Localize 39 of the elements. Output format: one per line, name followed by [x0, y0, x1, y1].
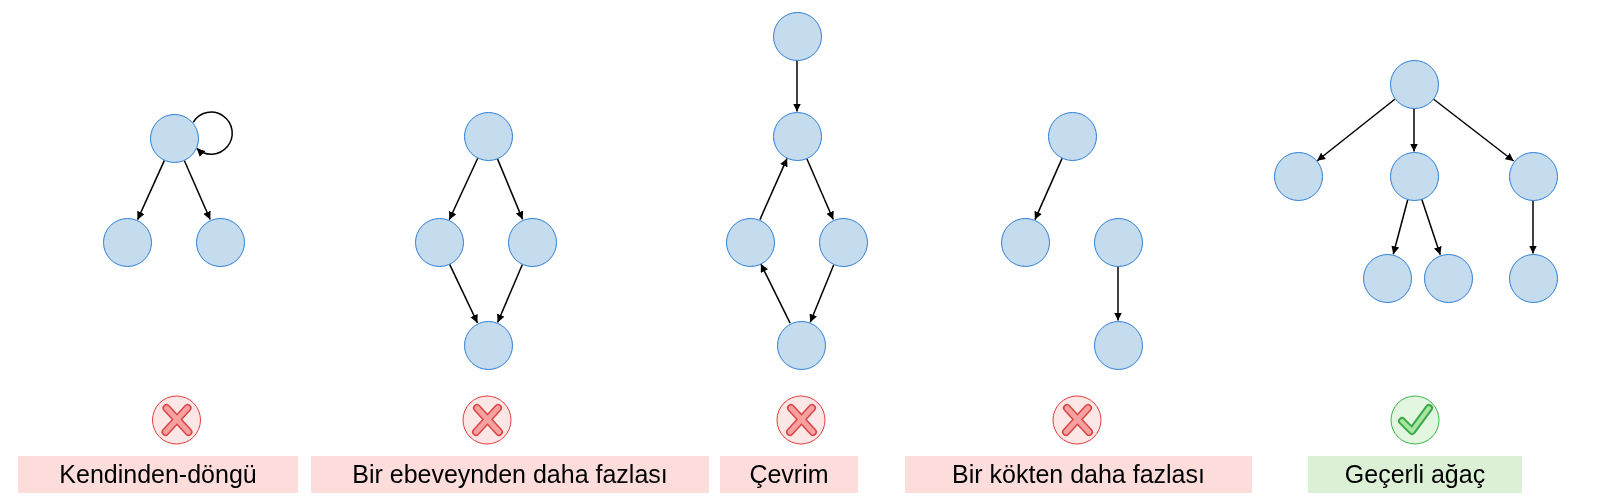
arrow: [496, 263, 524, 324]
arrow: [1421, 198, 1442, 256]
arrow: [136, 159, 166, 221]
arrow: [496, 157, 524, 221]
tree-node-circle: [776, 320, 826, 370]
tree-node-circle: [1423, 253, 1473, 303]
tree-node-circle: [1273, 151, 1323, 201]
verdict-label: Bir kökten daha fazlası: [905, 456, 1252, 493]
arrow: [759, 157, 788, 221]
arrow: [1114, 265, 1122, 322]
arrow: [1529, 199, 1537, 255]
arrow: [448, 263, 479, 324]
arrow: [760, 263, 791, 324]
tree-node-circle: [1508, 151, 1558, 201]
verdict-label: Çevrim: [720, 456, 858, 493]
tree-node-circle: [414, 217, 464, 267]
arrow: [1391, 198, 1409, 256]
tree-node-circle: [818, 217, 868, 267]
tree-node-circle: [103, 217, 152, 267]
tree-node-circle: [150, 113, 199, 163]
tree-node-circle: [195, 217, 245, 267]
arrow: [1034, 157, 1063, 221]
tree-node-circle: [507, 217, 557, 267]
arrow: [809, 263, 835, 324]
arrow: [1432, 98, 1515, 162]
verdict-label: Bir ebeveynden daha fazlası: [311, 456, 709, 493]
tree-node-circle: [463, 320, 513, 370]
arrow: [183, 159, 211, 221]
tree-node-circle: [1000, 217, 1050, 267]
arrow: [793, 59, 801, 113]
self-loop-arrow: [192, 111, 233, 157]
verdict-label: Kendinden-döngü: [18, 456, 298, 493]
tree-node-circle: [1389, 59, 1439, 109]
arrow: [1316, 98, 1396, 162]
verdict-label: Geçerli ağaç: [1308, 456, 1522, 493]
tree-node-circle: [725, 217, 775, 267]
arrow: [1410, 107, 1418, 153]
arrow: [448, 157, 479, 221]
arrow: [806, 157, 834, 221]
